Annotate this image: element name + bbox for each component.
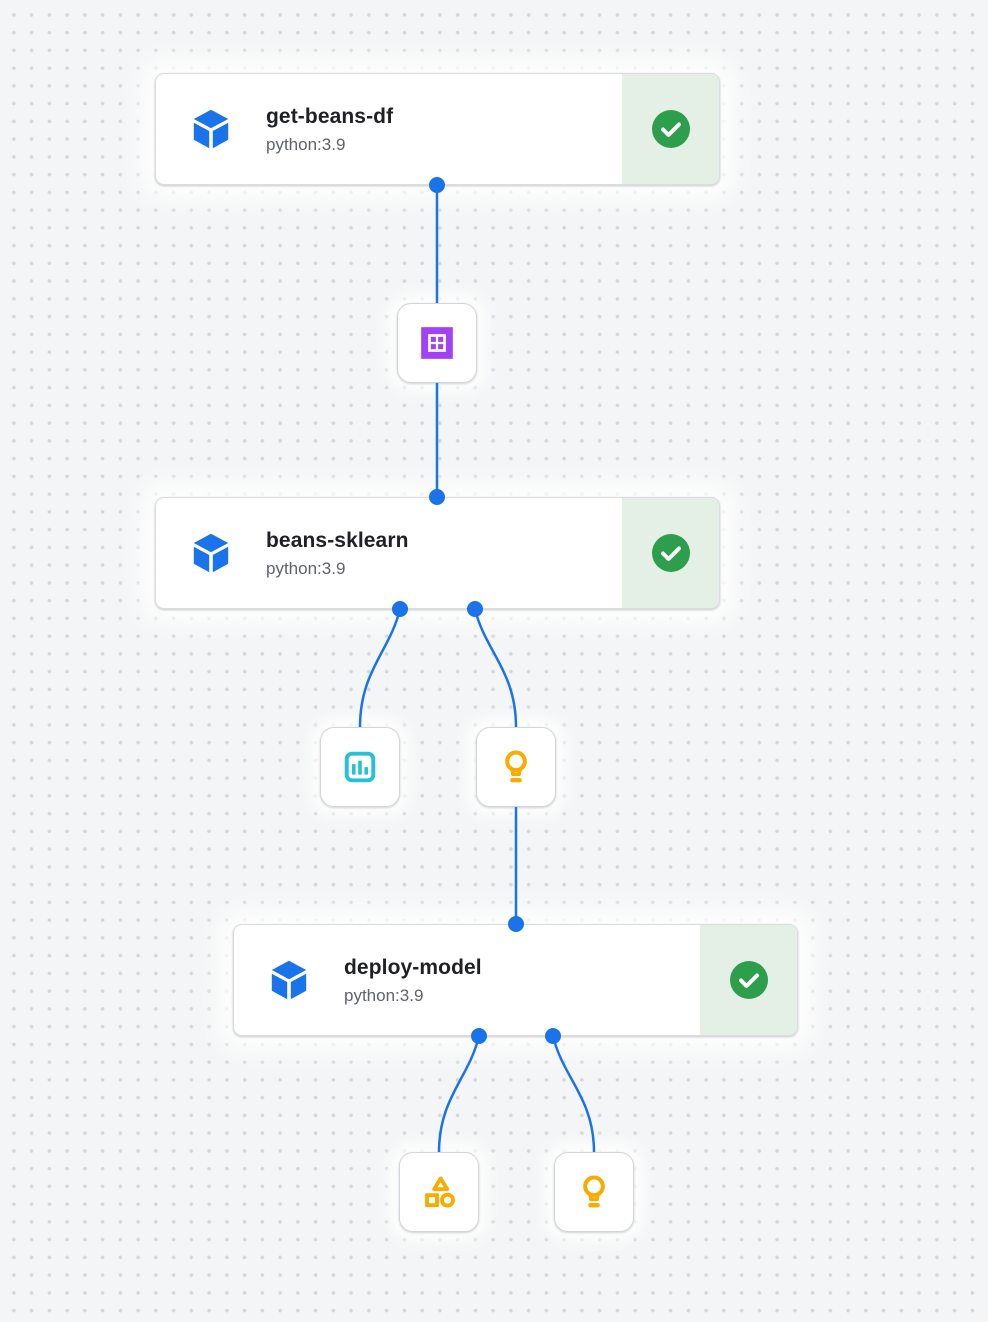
artifact-shapes-icon — [419, 1172, 459, 1212]
success-check-icon — [651, 534, 690, 572]
task-subtitle: python:3.9 — [266, 558, 346, 578]
artifact-node-model[interactable] — [476, 727, 556, 807]
model-lightbulb-icon — [496, 747, 536, 787]
task-title: deploy-model — [344, 955, 482, 979]
task-node-get-beans-df[interactable]: get-beans-df python:3.9 — [155, 73, 720, 185]
task-text-block: beans-sklearn python:3.9 — [266, 527, 622, 580]
cube-icon — [187, 105, 235, 153]
task-subtitle: python:3.9 — [266, 134, 346, 154]
edge — [437, 1035, 481, 1153]
task-node-beans-sklearn[interactable]: beans-sklearn python:3.9 — [155, 497, 720, 609]
model-lightbulb-icon — [574, 1172, 614, 1212]
task-title: beans-sklearn — [266, 528, 409, 552]
edge — [551, 1035, 596, 1153]
status-panel-succeeded — [622, 498, 719, 608]
task-node-deploy-model[interactable]: deploy-model python:3.9 — [233, 924, 798, 1036]
dataset-icon — [418, 324, 456, 362]
success-check-icon — [651, 110, 690, 148]
status-panel-succeeded — [700, 925, 797, 1035]
status-panel-succeeded — [622, 74, 719, 184]
artifact-node-model-2[interactable] — [554, 1152, 634, 1232]
task-text-block: deploy-model python:3.9 — [344, 954, 700, 1007]
task-text-block: get-beans-df python:3.9 — [266, 103, 622, 156]
artifact-node-dataset[interactable] — [397, 303, 477, 383]
cube-icon — [187, 529, 235, 577]
metrics-bar-chart-icon — [341, 748, 379, 786]
task-title: get-beans-df — [266, 104, 394, 128]
task-subtitle: python:3.9 — [344, 985, 424, 1005]
artifact-node-metrics[interactable] — [320, 727, 400, 807]
success-check-icon — [729, 961, 768, 999]
cube-icon — [265, 956, 313, 1004]
artifact-node-generic[interactable] — [399, 1152, 479, 1232]
edge — [473, 608, 518, 728]
edge — [358, 608, 402, 728]
